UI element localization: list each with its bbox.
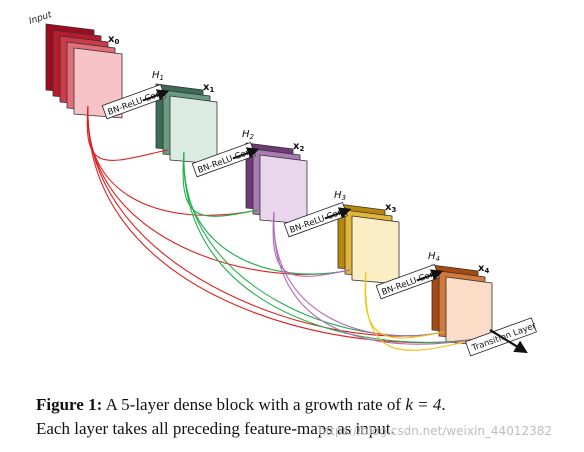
feature-map-stacks xyxy=(45,23,493,347)
feature-stack-x4 xyxy=(431,264,493,347)
connection-x0-to-3 xyxy=(87,105,351,275)
caption-text-a: A 5-layer dense block with a growth rate… xyxy=(102,395,406,414)
feature-stack-x1 xyxy=(155,83,218,165)
watermark: https://blog.csdn.net/weixin_44012382 xyxy=(318,424,553,438)
x-label-x1: x1 xyxy=(203,82,214,94)
feature-map-x2-2 xyxy=(259,154,308,225)
caption-text-b: . xyxy=(441,395,446,414)
caption-line-2: Each layer takes all preceding feature-m… xyxy=(36,419,395,438)
caption-label: Figure 1: xyxy=(36,395,103,414)
op-arrow-1 xyxy=(142,89,170,102)
h-label-x2: H2 xyxy=(242,129,255,141)
feature-map-x0-4 xyxy=(73,47,123,119)
h-label-x4: H4 xyxy=(428,251,440,263)
feature-stack-x3 xyxy=(337,203,400,285)
figure-caption: Figure 1: A 5-layer dense block with a g… xyxy=(36,393,556,441)
connection-x2-to-5 xyxy=(273,211,493,345)
connection-x2-to-3 xyxy=(272,211,351,277)
connection-x0-to-4 xyxy=(87,105,445,337)
x-label-x0: x0 xyxy=(108,34,119,46)
feature-stack-x2 xyxy=(245,142,308,225)
connection-x3-to-5 xyxy=(365,271,493,351)
op-arrow-2 xyxy=(232,147,260,160)
feature-map-x1-2 xyxy=(169,95,218,165)
x-label-x2: x2 xyxy=(293,141,304,153)
h-label-x3: H3 xyxy=(334,190,346,202)
dense-connections xyxy=(86,105,493,351)
caption-math: k = 4 xyxy=(405,395,442,414)
h-label-x1: H1 xyxy=(152,70,164,82)
feature-stack-x0 xyxy=(45,23,123,119)
op-arrow-4 xyxy=(416,269,444,282)
x-label-x3: x3 xyxy=(385,202,396,214)
dense-block-diagram: BN-ReLU-ConvBN-ReLU-ConvBN-ReLU-ConvBN-R… xyxy=(28,10,538,357)
connection-x0-to-1 xyxy=(86,105,169,161)
connection-x1-to-2 xyxy=(182,151,259,217)
op-arrow-3 xyxy=(324,207,352,220)
connection-x2-to-4 xyxy=(273,211,445,337)
connection-x1-to-5 xyxy=(183,151,493,343)
transition-arrow xyxy=(489,329,528,354)
x-label-x4: x4 xyxy=(478,263,489,275)
feature-map-x3-2 xyxy=(351,215,400,285)
